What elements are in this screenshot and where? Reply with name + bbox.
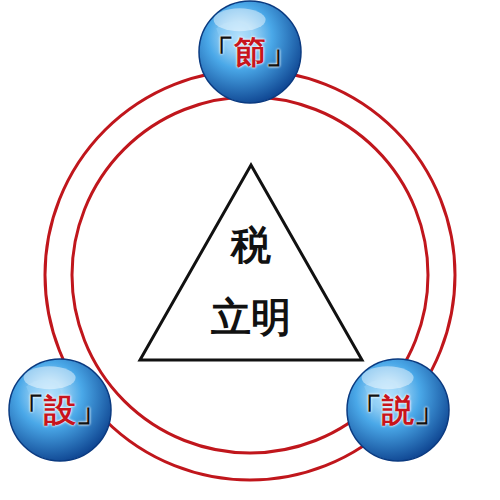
globe-label: 「節」	[202, 36, 298, 68]
globe-circle	[199, 1, 301, 103]
globe-highlight	[214, 8, 266, 31]
globe-label: 「設」	[12, 394, 108, 426]
globe-highlight	[362, 366, 414, 389]
outer-ring	[45, 70, 455, 480]
globe-node: 「説」	[346, 358, 450, 462]
inner-ring	[72, 97, 428, 453]
globe-node: 「節」	[198, 0, 302, 104]
globe-highlight	[24, 366, 76, 389]
triangle-node: 税 立明	[140, 165, 362, 360]
globe-circle	[9, 359, 111, 461]
globe-circle	[347, 359, 449, 461]
triangle-outline	[140, 165, 362, 360]
globe-node: 「設」	[8, 358, 112, 462]
center-text: 税 立明	[206, 209, 296, 353]
globe-label: 「説」	[350, 394, 446, 426]
